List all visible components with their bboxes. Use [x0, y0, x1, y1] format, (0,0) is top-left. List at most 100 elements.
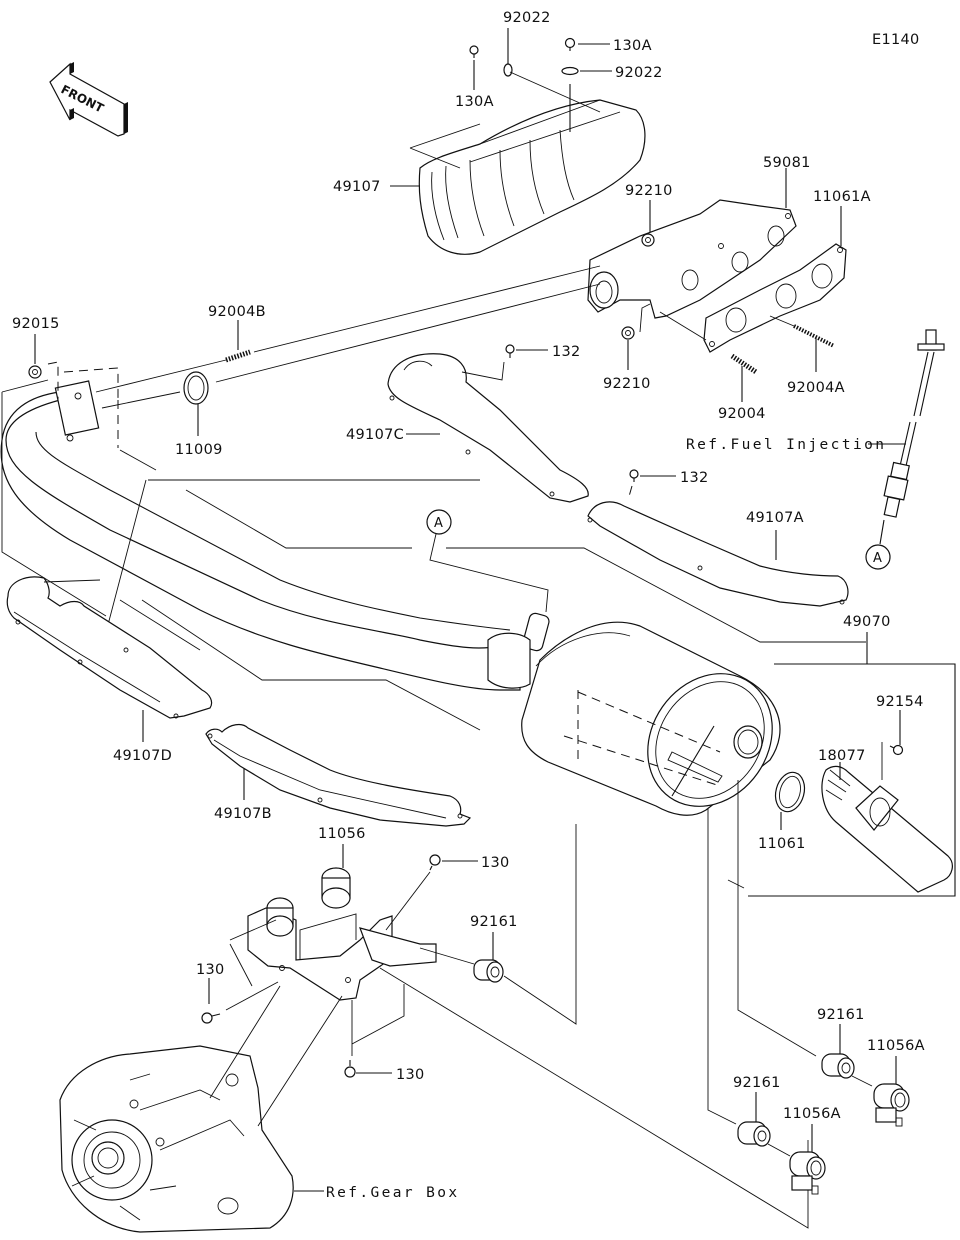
label-11009[interactable]: 11009: [175, 442, 223, 458]
gear-box[interactable]: [59, 1045, 294, 1233]
guide-line: [707, 780, 817, 1125]
ref-fuel-injection[interactable]: Ref.Fuel Injection: [686, 437, 886, 453]
callout-a-left[interactable]: A: [426, 509, 452, 535]
label-92022-right[interactable]: 92022: [615, 65, 663, 81]
rubber-92161-right-icon[interactable]: [821, 1053, 855, 1079]
nut-92210-top-icon[interactable]: [641, 233, 655, 247]
heat-shield-49107[interactable]: [418, 99, 646, 255]
guide-line: [385, 871, 431, 931]
guide-line: [95, 265, 601, 409]
label-49107D[interactable]: 49107D: [113, 748, 172, 764]
mount-11056A-right-icon[interactable]: [873, 1083, 910, 1127]
label-49107A[interactable]: 49107A: [746, 510, 804, 526]
bolt-130A-right-icon[interactable]: [564, 37, 576, 52]
label-132-mid[interactable]: 132: [680, 470, 709, 486]
label-130-top[interactable]: 130: [481, 855, 510, 871]
exhaust-pipe[interactable]: [0, 380, 521, 691]
ref-gear-box[interactable]: Ref.Gear Box: [326, 1185, 460, 1201]
label-11056A-bottom[interactable]: 11056A: [783, 1106, 841, 1122]
label-92210-top[interactable]: 92210: [625, 183, 673, 199]
label-132-top[interactable]: 132: [552, 344, 581, 360]
label-11061A[interactable]: 11061A: [813, 189, 871, 205]
rubber-11056-upper-icon[interactable]: [321, 867, 351, 909]
bolt-132-mid-icon[interactable]: [629, 469, 639, 482]
bolt-130A-left-icon[interactable]: [469, 45, 479, 58]
leader-callout-a-right: [879, 519, 885, 545]
rubber-92161-bottom-icon[interactable]: [737, 1121, 771, 1147]
gasket-11061A[interactable]: [703, 243, 847, 353]
label-49107C[interactable]: 49107C: [346, 427, 404, 443]
leader-callout-a-left: [429, 533, 549, 613]
washer-92022-right-icon[interactable]: [561, 66, 579, 76]
guide-line: [43, 579, 481, 731]
heat-shield-49107D[interactable]: [6, 576, 213, 719]
spark-arrester-18077[interactable]: [821, 765, 953, 893]
heat-shield-49107B[interactable]: [205, 723, 472, 827]
guide-line: [379, 824, 809, 1229]
guide-line: [627, 485, 633, 501]
diagram-code: E1140: [872, 32, 920, 48]
svg-text:A: A: [873, 551, 882, 566]
label-59081[interactable]: 59081: [763, 155, 811, 171]
guide-line: [229, 919, 405, 1056]
nut-92210-bottom-icon[interactable]: [621, 326, 635, 340]
label-49107[interactable]: 49107: [333, 179, 381, 195]
guide-line: [563, 690, 721, 787]
callout-a-right[interactable]: A: [865, 544, 891, 570]
label-92004[interactable]: 92004: [718, 406, 766, 422]
front-arrow-icon: FRONT: [49, 62, 128, 137]
label-130A-right[interactable]: 130A: [613, 38, 652, 54]
guide-line: [509, 71, 601, 113]
stud-92004-icon[interactable]: [730, 353, 758, 375]
label-18077[interactable]: 18077: [818, 748, 866, 764]
guide-line: [727, 879, 745, 889]
label-49107B[interactable]: 49107B: [214, 806, 272, 822]
guide-line: [47, 361, 119, 448]
guide-line: [767, 1143, 791, 1157]
heat-shield-49107C[interactable]: [387, 353, 589, 503]
label-49070[interactable]: 49070: [843, 614, 891, 630]
label-92004B[interactable]: 92004B: [208, 304, 266, 320]
label-92161-mid[interactable]: 92161: [470, 914, 518, 930]
label-130-left[interactable]: 130: [196, 962, 225, 978]
label-11061[interactable]: 11061: [758, 836, 806, 852]
guide-line: [148, 479, 866, 643]
bolt-130-bottom-icon[interactable]: [344, 1060, 356, 1078]
label-92004A[interactable]: 92004A: [787, 380, 845, 396]
stud-92004A-icon[interactable]: [793, 324, 835, 348]
label-92161-right[interactable]: 92161: [817, 1007, 865, 1023]
guide-line: [1, 379, 157, 641]
svg-text:A: A: [434, 516, 443, 531]
bolt-130-top-icon[interactable]: [429, 854, 441, 871]
muffler-49070[interactable]: [487, 612, 798, 831]
label-92161-bottom[interactable]: 92161: [733, 1075, 781, 1091]
label-11056[interactable]: 11056: [318, 826, 366, 842]
label-92210-bottom[interactable]: 92210: [603, 376, 651, 392]
guide-line: [639, 303, 651, 333]
stud-92004B-icon[interactable]: [225, 349, 251, 363]
guide-line: [461, 361, 505, 381]
bolt-132-top-icon[interactable]: [505, 344, 515, 358]
washer-92022-top-icon[interactable]: [503, 63, 513, 77]
exhaust-manifold-59081[interactable]: [587, 199, 797, 319]
screw-92154-icon[interactable]: [889, 744, 904, 756]
rubber-92161-mid-icon[interactable]: [473, 959, 504, 983]
label-130-bottom[interactable]: 130: [396, 1067, 425, 1083]
label-130A-left[interactable]: 130A: [455, 94, 494, 110]
guide-line: [409, 123, 481, 169]
nut-92015-icon[interactable]: [28, 365, 42, 379]
mount-11056A-bottom-icon[interactable]: [789, 1151, 826, 1195]
oxygen-sensor[interactable]: [883, 329, 945, 518]
guide-line: [851, 1075, 873, 1087]
label-11056A-right[interactable]: 11056A: [867, 1038, 925, 1054]
bolt-130-left-icon[interactable]: [201, 1012, 221, 1024]
label-92022-top[interactable]: 92022: [503, 10, 551, 26]
label-92154[interactable]: 92154: [876, 694, 924, 710]
label-92015[interactable]: 92015: [12, 316, 60, 332]
gasket-11061-icon[interactable]: [771, 769, 808, 815]
guide-line: [659, 311, 795, 341]
heat-shield-49107A[interactable]: [587, 501, 849, 607]
gasket-11009-icon[interactable]: [183, 371, 209, 405]
rubber-11056-lower-icon[interactable]: [266, 897, 294, 937]
